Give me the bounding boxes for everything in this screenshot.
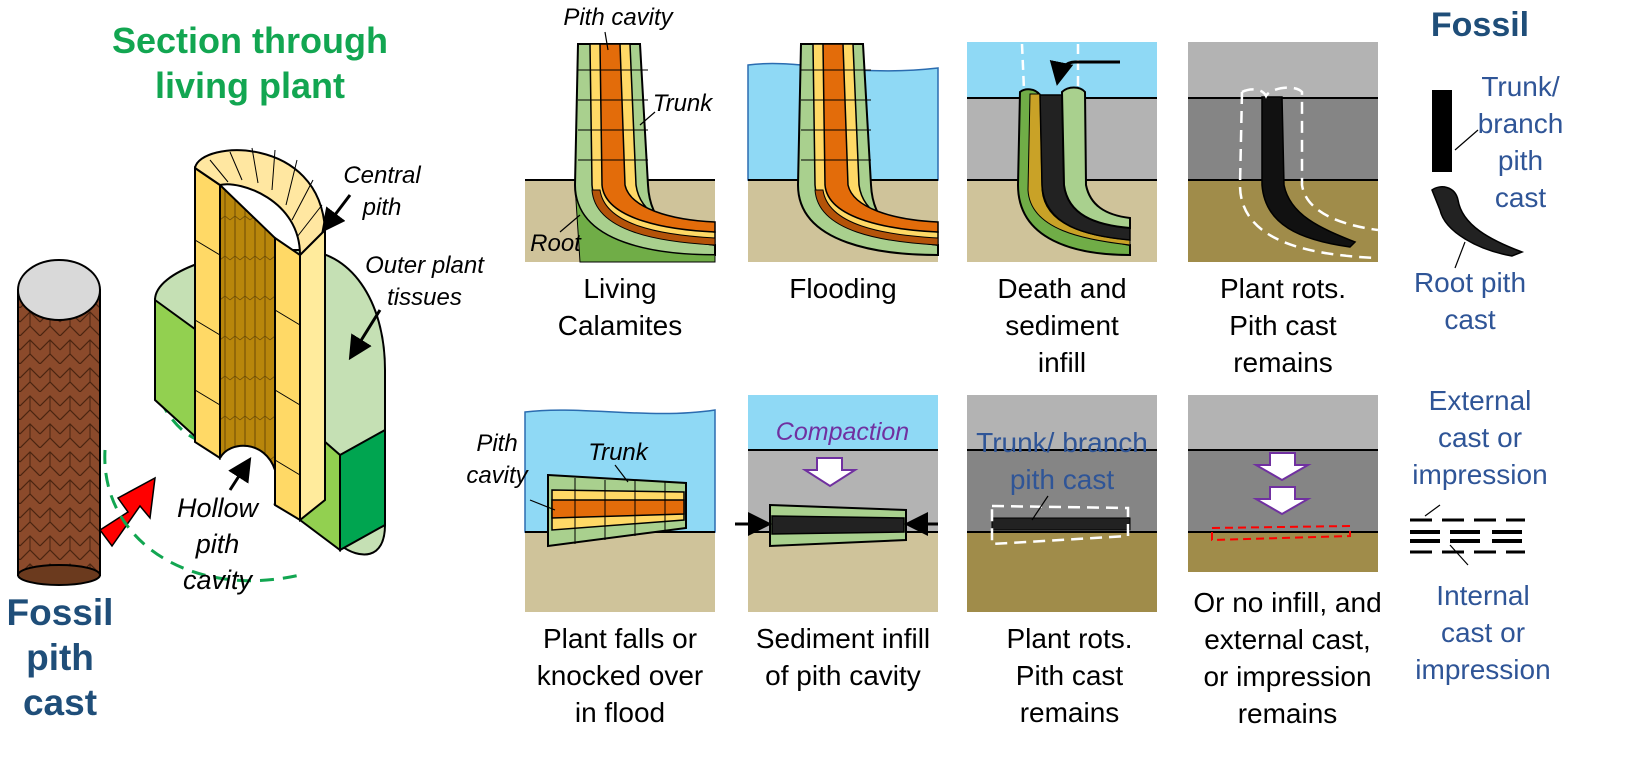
fossil-root-pith-cast [1431,186,1525,269]
panel-living-calamites [525,31,716,263]
dashed-outline [103,449,301,583]
fossil-column-title: Fossil [1430,6,1530,44]
pith-cavity-label-2: Pith cavity [458,428,536,492]
fossil-trunk-line-3: pith [1497,145,1544,176]
caption-no-infill: Or no infill, and external cast, or impr… [1175,584,1400,732]
panel-plant-falls [524,409,716,612]
caption-line: remains [1019,697,1120,728]
caption-plant-rots: Plant rots. Pith cast remains [1183,270,1383,381]
fossil-root-line-1: Root pith [1413,267,1527,298]
internal-cast-label: Internal cast or impression [1408,577,1558,688]
fossil-line-1: Fossil [6,592,114,633]
caption-line: Living [583,273,657,304]
fossil-line-2: pith [26,637,94,678]
caption-flooding: Flooding [743,270,943,307]
external-line-2: cast or [1437,422,1523,453]
fossil-line-3: cast [22,682,98,723]
fossil-root-line-2: cast [1444,304,1496,335]
external-line-3: impression [1412,459,1548,490]
fossil-trunk-line-4: cast [1494,182,1547,213]
external-line-1: External [1428,385,1532,416]
outer-tissues-line-1: Outer plant [365,252,484,279]
pith-cavity-2-line-1: Pith [476,430,518,457]
trunk-label-2: Trunk [588,439,648,466]
caption-line: Or no infill, and [1193,587,1382,618]
internal-line-3: impression [1415,654,1551,685]
fossil-trunk-pith-cast [1432,90,1479,172]
caption-line: sediment [1005,310,1119,341]
compaction-label: Compaction [775,418,910,446]
fossil-pith-cast-cylinder [17,259,101,586]
internal-line-1: Internal [1436,580,1530,611]
caption-death-infill: Death and sediment infill [962,270,1162,381]
panel-plant-rots [1188,42,1379,262]
caption-line: external cast, [1204,624,1371,655]
trunk-branch-line-2: pith cast [1009,464,1115,495]
fossil-external-internal-casts [1410,504,1525,566]
fossil-trunk-line-1: Trunk/ [1481,71,1560,102]
caption-line: Pith cast [1015,660,1124,691]
root-label: Root [530,230,581,257]
caption-line: Plant rots. [1219,273,1347,304]
outer-tissues-label: Outer plant tissues [352,250,497,314]
caption-line: infill [1037,347,1087,378]
panel-plant-rots-bottom [967,395,1157,612]
internal-line-2: cast or [1440,617,1526,648]
pith-cavity-label: Pith cavity [563,4,673,31]
trunk-branch-line-1: Trunk/ branch [976,427,1148,458]
central-pith-line-2: pith [362,194,402,221]
caption-line: Death and [997,273,1127,304]
hollow-line-3: cavity [182,565,253,595]
red-arrow-icon [98,476,156,548]
trunk-branch-pith-cast-label: Trunk/ branch pith cast [962,424,1162,498]
caption-plant-rots-bottom: Plant rots. Pith cast remains [962,620,1177,731]
caption-line: remains [1233,347,1333,378]
hollow-line-1: Hollow [176,493,259,523]
panel-flooding [747,42,939,262]
external-cast-label: External cast or impression [1405,382,1555,493]
hollow-pith-label: Hollow pith cavity [160,490,275,598]
central-pith-label: Central pith [322,160,442,224]
panel-compaction [735,395,938,612]
caption-line: in flood [574,697,666,728]
trunk-pith-cast-label: Trunk/ branch pith cast [1468,68,1573,216]
plant-section-3d [154,147,386,556]
caption-line: Pith cast [1229,310,1337,341]
central-pith-line-1: Central [343,162,421,189]
caption-sediment-infill: Sediment infill of pith cavity [730,620,956,694]
caption-line: of pith cavity [765,660,921,691]
caption-line: Plant falls or [542,623,698,654]
title-line-1: Section through [112,20,388,61]
caption-living-calamites: Living Calamites [520,270,720,344]
panel-death-sediment-infill [967,42,1157,262]
trunk-label: Trunk [652,90,713,117]
section-title: Section through living plant [90,18,410,108]
fossil-pith-cast-label: Fossil pith cast [0,590,120,725]
caption-plant-falls: Plant falls or knocked over in flood [505,620,735,731]
caption-line: or impression [1203,661,1372,692]
caption-line: knocked over [536,660,704,691]
caption-line: Calamites [557,310,683,341]
hollow-line-2: pith [195,529,240,559]
outer-tissues-line-2: tissues [387,284,462,311]
root-pith-cast-label: Root pith cast [1400,264,1540,338]
panel-no-infill [1188,395,1378,572]
fossil-trunk-line-2: branch [1477,108,1564,139]
caption-line: Plant rots. [1006,623,1133,654]
title-line-2: living plant [154,65,345,106]
caption-line: remains [1237,698,1338,729]
pith-cavity-2-line-2: cavity [466,462,528,489]
caption-line: Flooding [789,273,897,304]
caption-line: Sediment infill [755,623,931,654]
